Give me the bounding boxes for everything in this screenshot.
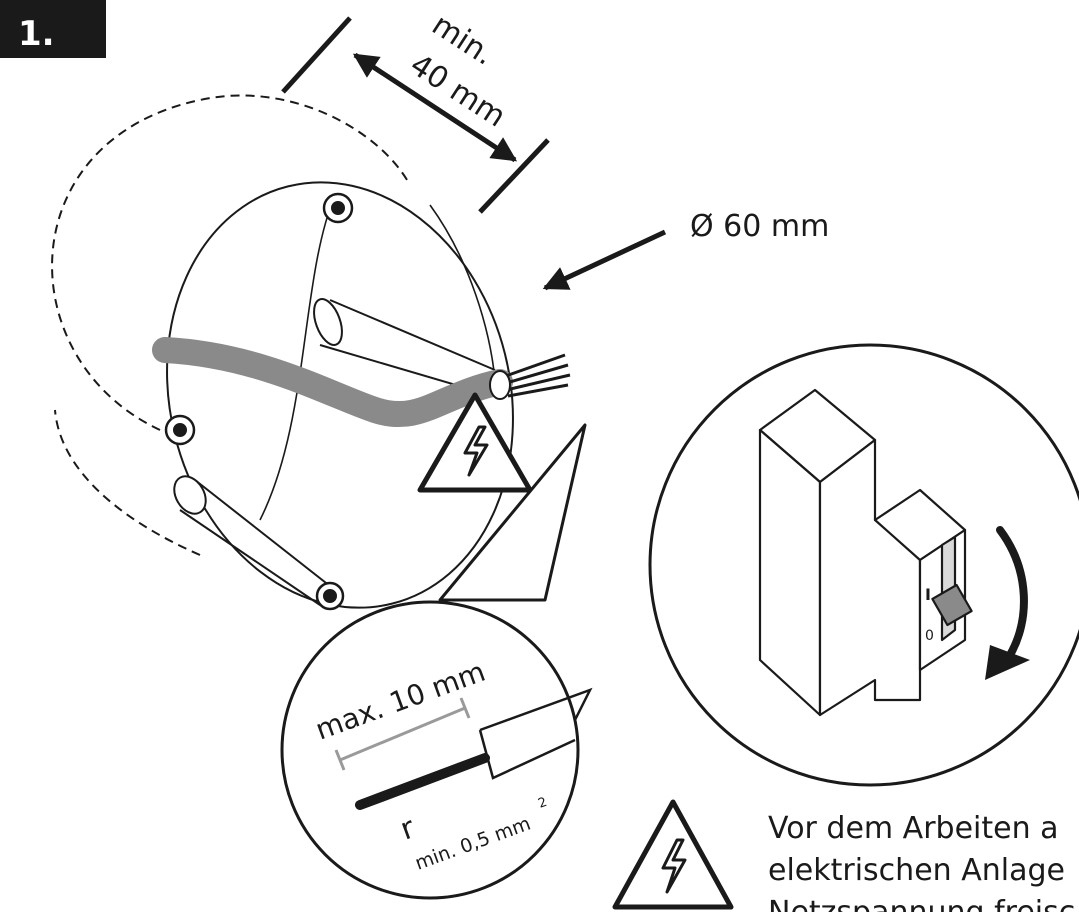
high-voltage-warning-icon xyxy=(417,392,533,493)
breaker-off-label: 0 xyxy=(925,628,934,644)
bottom-warning-icon xyxy=(612,799,734,910)
rotate-arrow-icon xyxy=(985,526,1030,680)
circuit-breaker xyxy=(758,388,973,717)
step-badge: 1. xyxy=(0,0,106,58)
wire-detail-callout: max. 10 mm r min. 0,5 mm 2 xyxy=(280,423,593,900)
step-number: 1. xyxy=(18,14,55,54)
cable xyxy=(152,337,571,427)
diameter-label: Ø 60 mm xyxy=(690,209,829,244)
warning-text: Vor dem Arbeiten a elektrischen Anlage N… xyxy=(768,811,1075,912)
breaker-on-label: I xyxy=(925,585,931,604)
warning-line-1: Vor dem Arbeiten a xyxy=(768,811,1059,846)
depth-dimension: min. 40 mm xyxy=(281,7,550,214)
circuit-breaker-detail: I 0 xyxy=(648,343,1079,787)
flush-box-outline xyxy=(51,94,411,556)
warning-line-3: Netzspannung freisc xyxy=(768,895,1075,912)
diameter-pointer: Ø 60 mm xyxy=(542,209,829,291)
warning-line-2: elektrischen Anlage xyxy=(768,853,1065,888)
